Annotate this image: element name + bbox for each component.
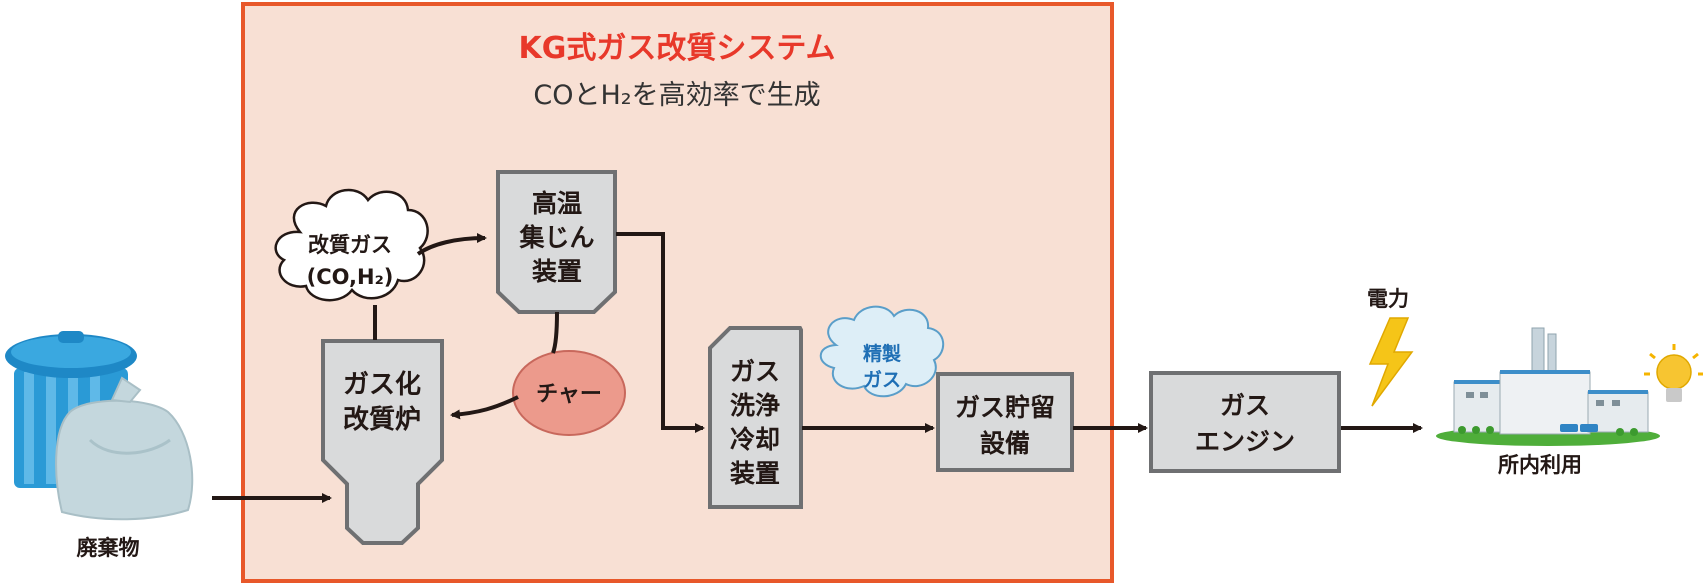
refined-gas-cloud xyxy=(819,305,944,398)
gas-cleaner-label-4: 装置 xyxy=(730,459,780,488)
output-label: 所内利用 xyxy=(1498,453,1582,477)
dust-collector-box xyxy=(496,170,617,314)
gas-cleaner-label-2: 洗浄 xyxy=(730,391,780,420)
gas-storage-label-1: ガス貯留 xyxy=(955,393,1055,422)
gas-engine-box xyxy=(1149,371,1341,473)
system-title: KG式ガス改質システム xyxy=(519,31,836,66)
arrow-cloud-to-dust-collector xyxy=(416,233,487,256)
gasification-furnace-label-2: 改質炉 xyxy=(343,404,421,435)
gas-storage-label-2: 設備 xyxy=(980,429,1030,458)
flow-arrows xyxy=(212,232,1423,503)
light-bulb-icon xyxy=(1644,344,1703,402)
gas-cleaner-box xyxy=(708,326,803,509)
gas-cleaner-label-1: ガス xyxy=(730,357,780,386)
reformed-gas-cloud xyxy=(274,188,429,302)
gas-cleaner-label-3: 冷却 xyxy=(730,425,780,454)
trash-bin-and-bag-icon xyxy=(5,331,194,521)
gasification-furnace-box xyxy=(321,339,444,545)
lightning-bolt-icon xyxy=(1368,317,1414,407)
arrow-dust-collector-to-char xyxy=(551,311,559,354)
arrow-char-to-furnace xyxy=(450,395,519,420)
gas-storage-box xyxy=(936,372,1074,472)
reformed-gas-label-1: 改質ガス xyxy=(308,233,392,257)
factory-icon xyxy=(1436,327,1660,446)
arrow-dust-collector-to-cleaner xyxy=(616,232,705,433)
dust-collector-label-1: 高温 xyxy=(532,189,582,218)
power-label: 電力 xyxy=(1367,287,1409,311)
gasification-furnace-label-1: ガス化 xyxy=(343,370,421,400)
reformed-gas-label-2: (CO,H₂) xyxy=(307,265,394,289)
system-subtitle: COとH₂を高効率で生成 xyxy=(533,80,820,111)
gas-engine-label-1: ガス xyxy=(1220,391,1270,420)
dust-collector-label-2: 集じん xyxy=(518,223,594,252)
dust-collector-label-3: 装置 xyxy=(532,257,582,286)
refined-gas-label-1: 精製 xyxy=(863,342,901,365)
char-ellipse xyxy=(512,350,626,436)
waste-label: 廃棄物 xyxy=(77,536,140,560)
refined-gas-label-2: ガス xyxy=(863,369,901,391)
char-label: チャー xyxy=(536,382,602,407)
gas-engine-label-2: エンジン xyxy=(1195,427,1295,456)
